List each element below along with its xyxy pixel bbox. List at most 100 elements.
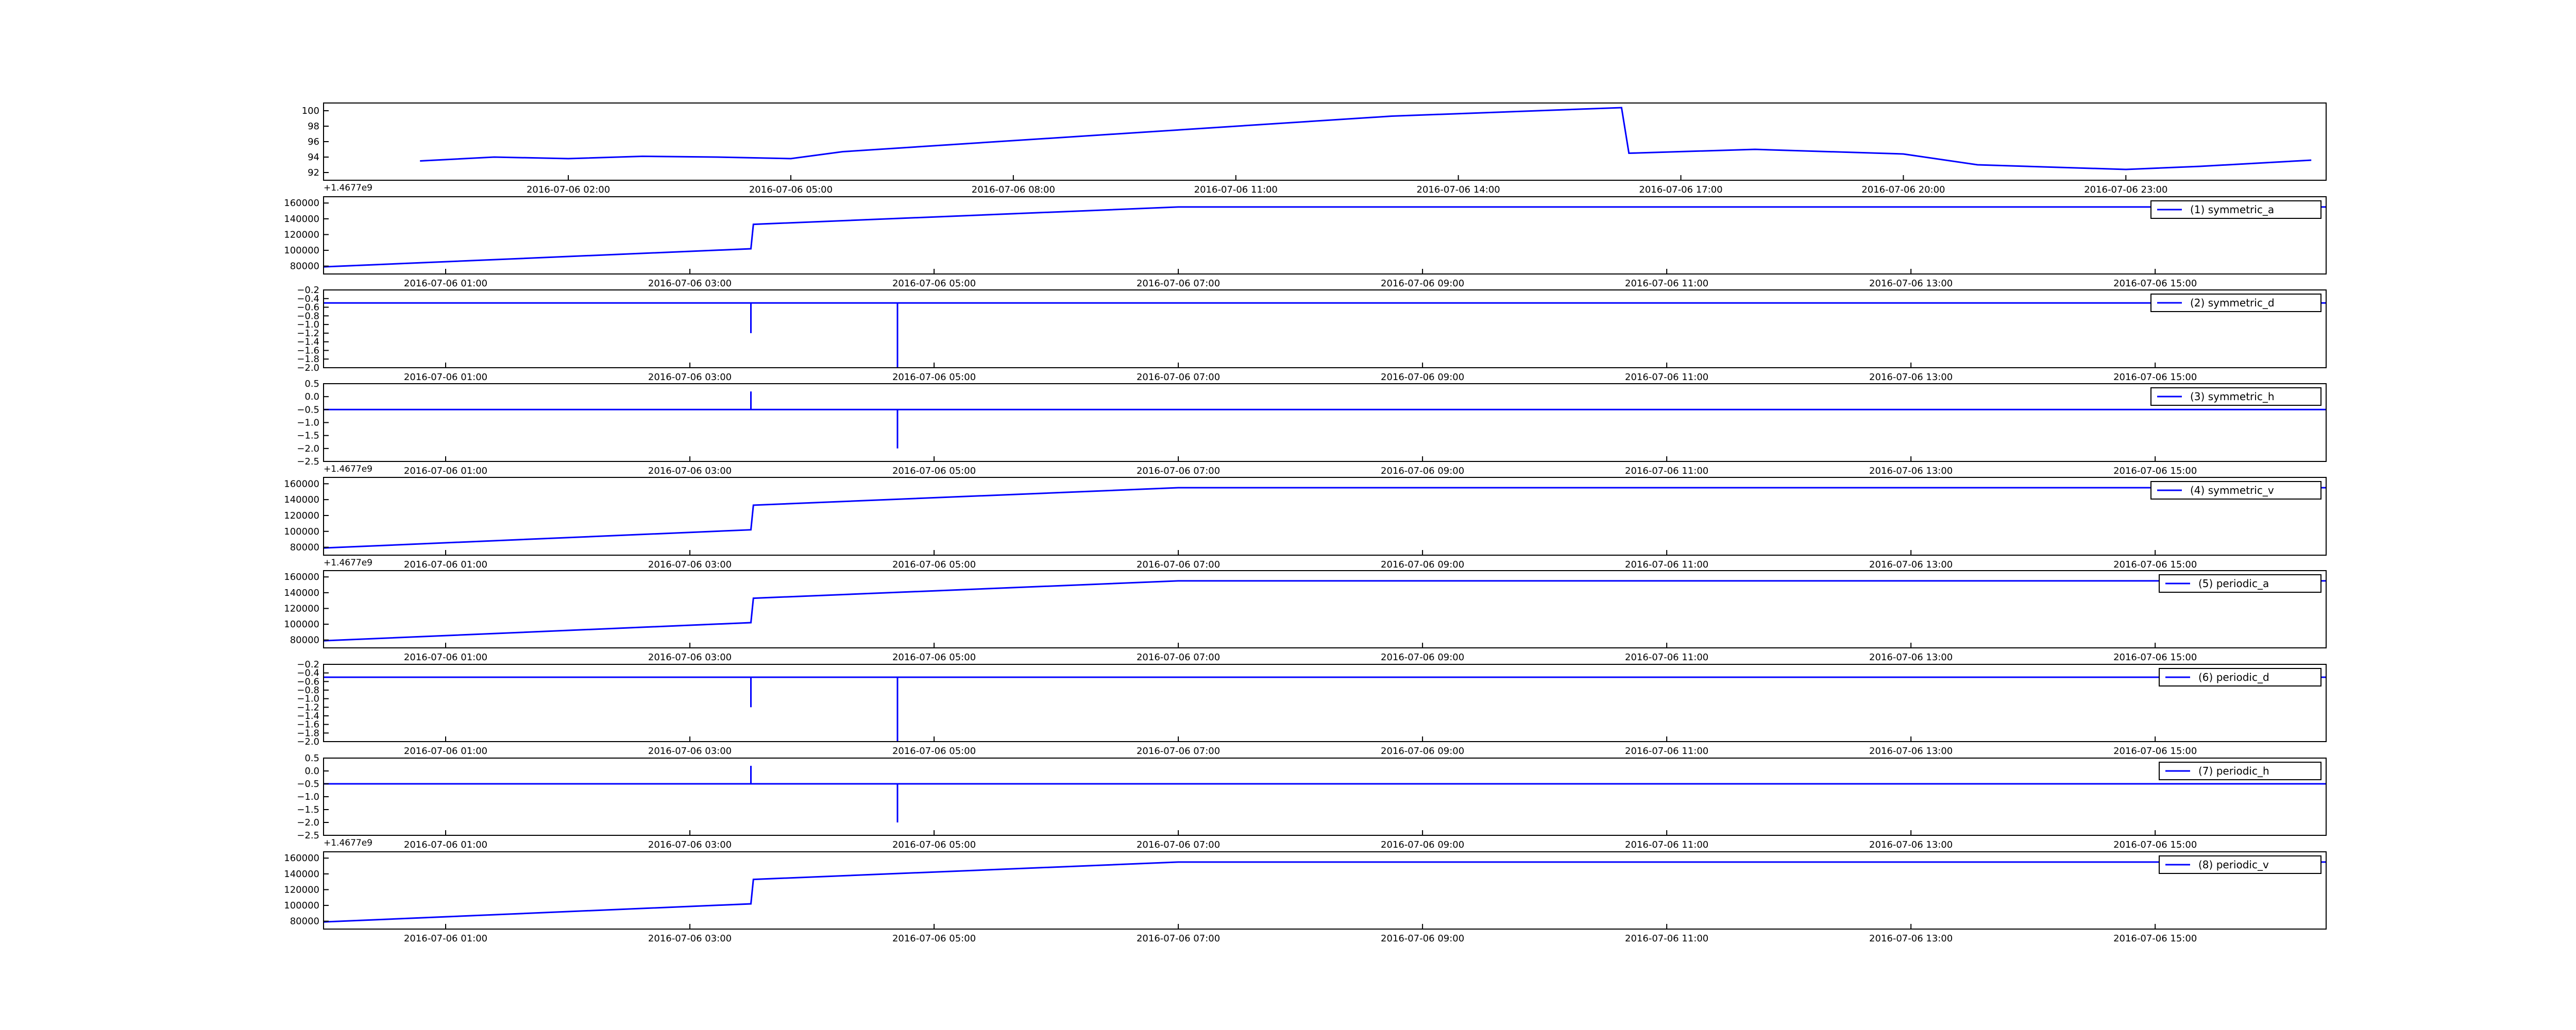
x-tick-label: 2016-07-06 07:00 (1137, 839, 1220, 850)
y-tick-label: −1.0 (297, 792, 319, 802)
y-tick-label: 0.0 (304, 391, 319, 402)
subplot-7: −0.2−0.4−0.6−0.8−1.0−1.2−1.4−1.6−1.8−2.0… (297, 659, 2327, 757)
x-tick-label: 2016-07-06 13:00 (1869, 559, 1953, 570)
legend-label: (4) symmetric_v (2190, 484, 2274, 496)
x-tick-label: 2016-07-06 09:00 (1381, 839, 1464, 850)
y-tick-label: 80000 (290, 261, 319, 272)
subplot-9: 800001000001200001400001600002016-07-06 … (284, 851, 2327, 944)
x-tick-label: 2016-07-06 09:00 (1381, 278, 1464, 289)
y-tick-label: 160000 (284, 853, 319, 864)
x-tick-label: 2016-07-06 13:00 (1869, 839, 1953, 850)
legend: (6) periodic_d (2159, 668, 2321, 686)
x-tick-label: 2016-07-06 13:00 (1869, 466, 1953, 476)
y-tick-label: 140000 (284, 588, 319, 598)
x-tick-label: 2016-07-06 15:00 (2113, 466, 2197, 476)
x-tick-label: 2016-07-06 07:00 (1137, 466, 1220, 476)
series-line-5-1 (323, 487, 2326, 549)
series-line-3-1 (324, 302, 2326, 368)
y-tick-label: −0.6 (297, 302, 319, 313)
axes-frame (323, 196, 2327, 274)
y-tick-label: −2.0 (297, 817, 319, 828)
x-tick-label: 2016-07-06 01:00 (404, 466, 487, 476)
x-tick-label: 2016-07-06 01:00 (404, 933, 487, 944)
y-tick-label: 140000 (284, 214, 319, 225)
x-tick-label: 2016-07-06 03:00 (648, 746, 732, 757)
series-line-1-1 (420, 107, 2312, 170)
y-tick-label: −0.4 (297, 294, 319, 304)
axes-frame (323, 289, 2327, 368)
y-tick-label: −1.5 (297, 431, 319, 441)
x-tick-label: 2016-07-06 11:00 (1625, 839, 1708, 850)
offset-label: +1.4677e9 (324, 838, 372, 848)
x-tick-label: 2016-07-06 11:00 (1194, 184, 1278, 195)
legend-label: (8) periodic_v (2198, 859, 2269, 871)
x-tick-label: 2016-07-06 01:00 (404, 652, 487, 663)
y-tick-label: −1.5 (297, 804, 319, 815)
x-tick-label: 2016-07-06 11:00 (1625, 559, 1708, 570)
y-tick-label: 0.5 (304, 753, 319, 764)
subplot-5: 800001000001200001400001600002016-07-06 … (284, 477, 2327, 570)
x-tick-label: 2016-07-06 05:00 (892, 466, 976, 476)
y-tick-label: −0.5 (297, 779, 319, 789)
y-tick-label: −0.6 (297, 676, 319, 687)
x-tick-label: 2016-07-06 03:00 (648, 278, 732, 289)
x-tick-label: 2016-07-06 07:00 (1137, 933, 1220, 944)
series-line-8-1 (324, 766, 2326, 822)
series-line-9-1 (323, 861, 2326, 923)
x-tick-label: 2016-07-06 03:00 (648, 466, 732, 476)
series-line-7-1 (324, 676, 2326, 742)
y-tick-label: 0.5 (304, 379, 319, 389)
y-tick-label: −0.8 (297, 311, 319, 321)
x-tick-label: 2016-07-06 11:00 (1625, 466, 1708, 476)
y-tick-label: −1.0 (297, 418, 319, 428)
y-tick-label: −2.0 (297, 443, 319, 454)
axes-frame (323, 664, 2327, 742)
y-tick-label: −0.5 (297, 404, 319, 415)
x-tick-label: 2016-07-06 05:00 (892, 559, 976, 570)
y-tick-label: −1.4 (297, 337, 319, 348)
x-tick-label: 2016-07-06 15:00 (2113, 746, 2197, 757)
x-tick-label: 2016-07-06 05:00 (892, 933, 976, 944)
x-tick-label: 2016-07-06 07:00 (1137, 652, 1220, 663)
legend: (8) periodic_v (2159, 855, 2321, 874)
x-tick-label: 2016-07-06 15:00 (2113, 372, 2197, 383)
x-tick-label: 2016-07-06 13:00 (1869, 372, 1953, 383)
y-tick-label: −0.2 (297, 659, 319, 670)
x-tick-label: 2016-07-06 05:00 (892, 278, 976, 289)
axes-frame (323, 758, 2327, 836)
x-tick-label: 2016-07-06 11:00 (1625, 652, 1708, 663)
legend-label: (5) periodic_a (2198, 577, 2269, 590)
axes-frame (323, 477, 2327, 556)
y-tick-label: 140000 (284, 494, 319, 505)
x-tick-label: 2016-07-06 13:00 (1869, 278, 1953, 289)
x-tick-label: 2016-07-06 09:00 (1381, 746, 1464, 757)
y-tick-label: −2.0 (297, 736, 319, 747)
x-tick-label: 2016-07-06 09:00 (1381, 559, 1464, 570)
legend-label: (6) periodic_d (2198, 671, 2269, 683)
offset-label: +1.4677e9 (324, 558, 372, 568)
x-tick-label: 2016-07-06 15:00 (2113, 652, 2197, 663)
y-tick-label: −2.5 (297, 830, 319, 841)
x-tick-label: 2016-07-06 11:00 (1625, 746, 1708, 757)
x-tick-label: 2016-07-06 03:00 (648, 559, 732, 570)
y-tick-label: 94 (308, 152, 319, 163)
x-tick-label: 2016-07-06 08:00 (972, 184, 1055, 195)
legend-label: (3) symmetric_h (2190, 390, 2275, 403)
x-tick-label: 2016-07-06 01:00 (404, 746, 487, 757)
y-tick-label: −1.0 (297, 319, 319, 330)
legend-label: (2) symmetric_d (2190, 297, 2275, 309)
x-tick-label: 2016-07-06 01:00 (404, 559, 487, 570)
y-tick-label: 80000 (290, 542, 319, 553)
offset-label: +1.4677e9 (324, 464, 372, 474)
y-tick-label: 100000 (284, 245, 319, 256)
y-tick-label: −1.4 (297, 711, 319, 722)
x-tick-label: 2016-07-06 07:00 (1137, 559, 1220, 570)
x-tick-label: 2016-07-06 01:00 (404, 839, 487, 850)
x-tick-label: 2016-07-06 03:00 (648, 933, 732, 944)
x-tick-label: 2016-07-06 03:00 (648, 839, 732, 850)
x-tick-label: 2016-07-06 05:00 (892, 746, 976, 757)
x-tick-label: 2016-07-06 07:00 (1137, 372, 1220, 383)
subplot-6: 800001000001200001400001600002016-07-06 … (284, 570, 2327, 663)
y-tick-label: 100 (302, 106, 319, 116)
y-tick-label: 120000 (284, 510, 319, 521)
